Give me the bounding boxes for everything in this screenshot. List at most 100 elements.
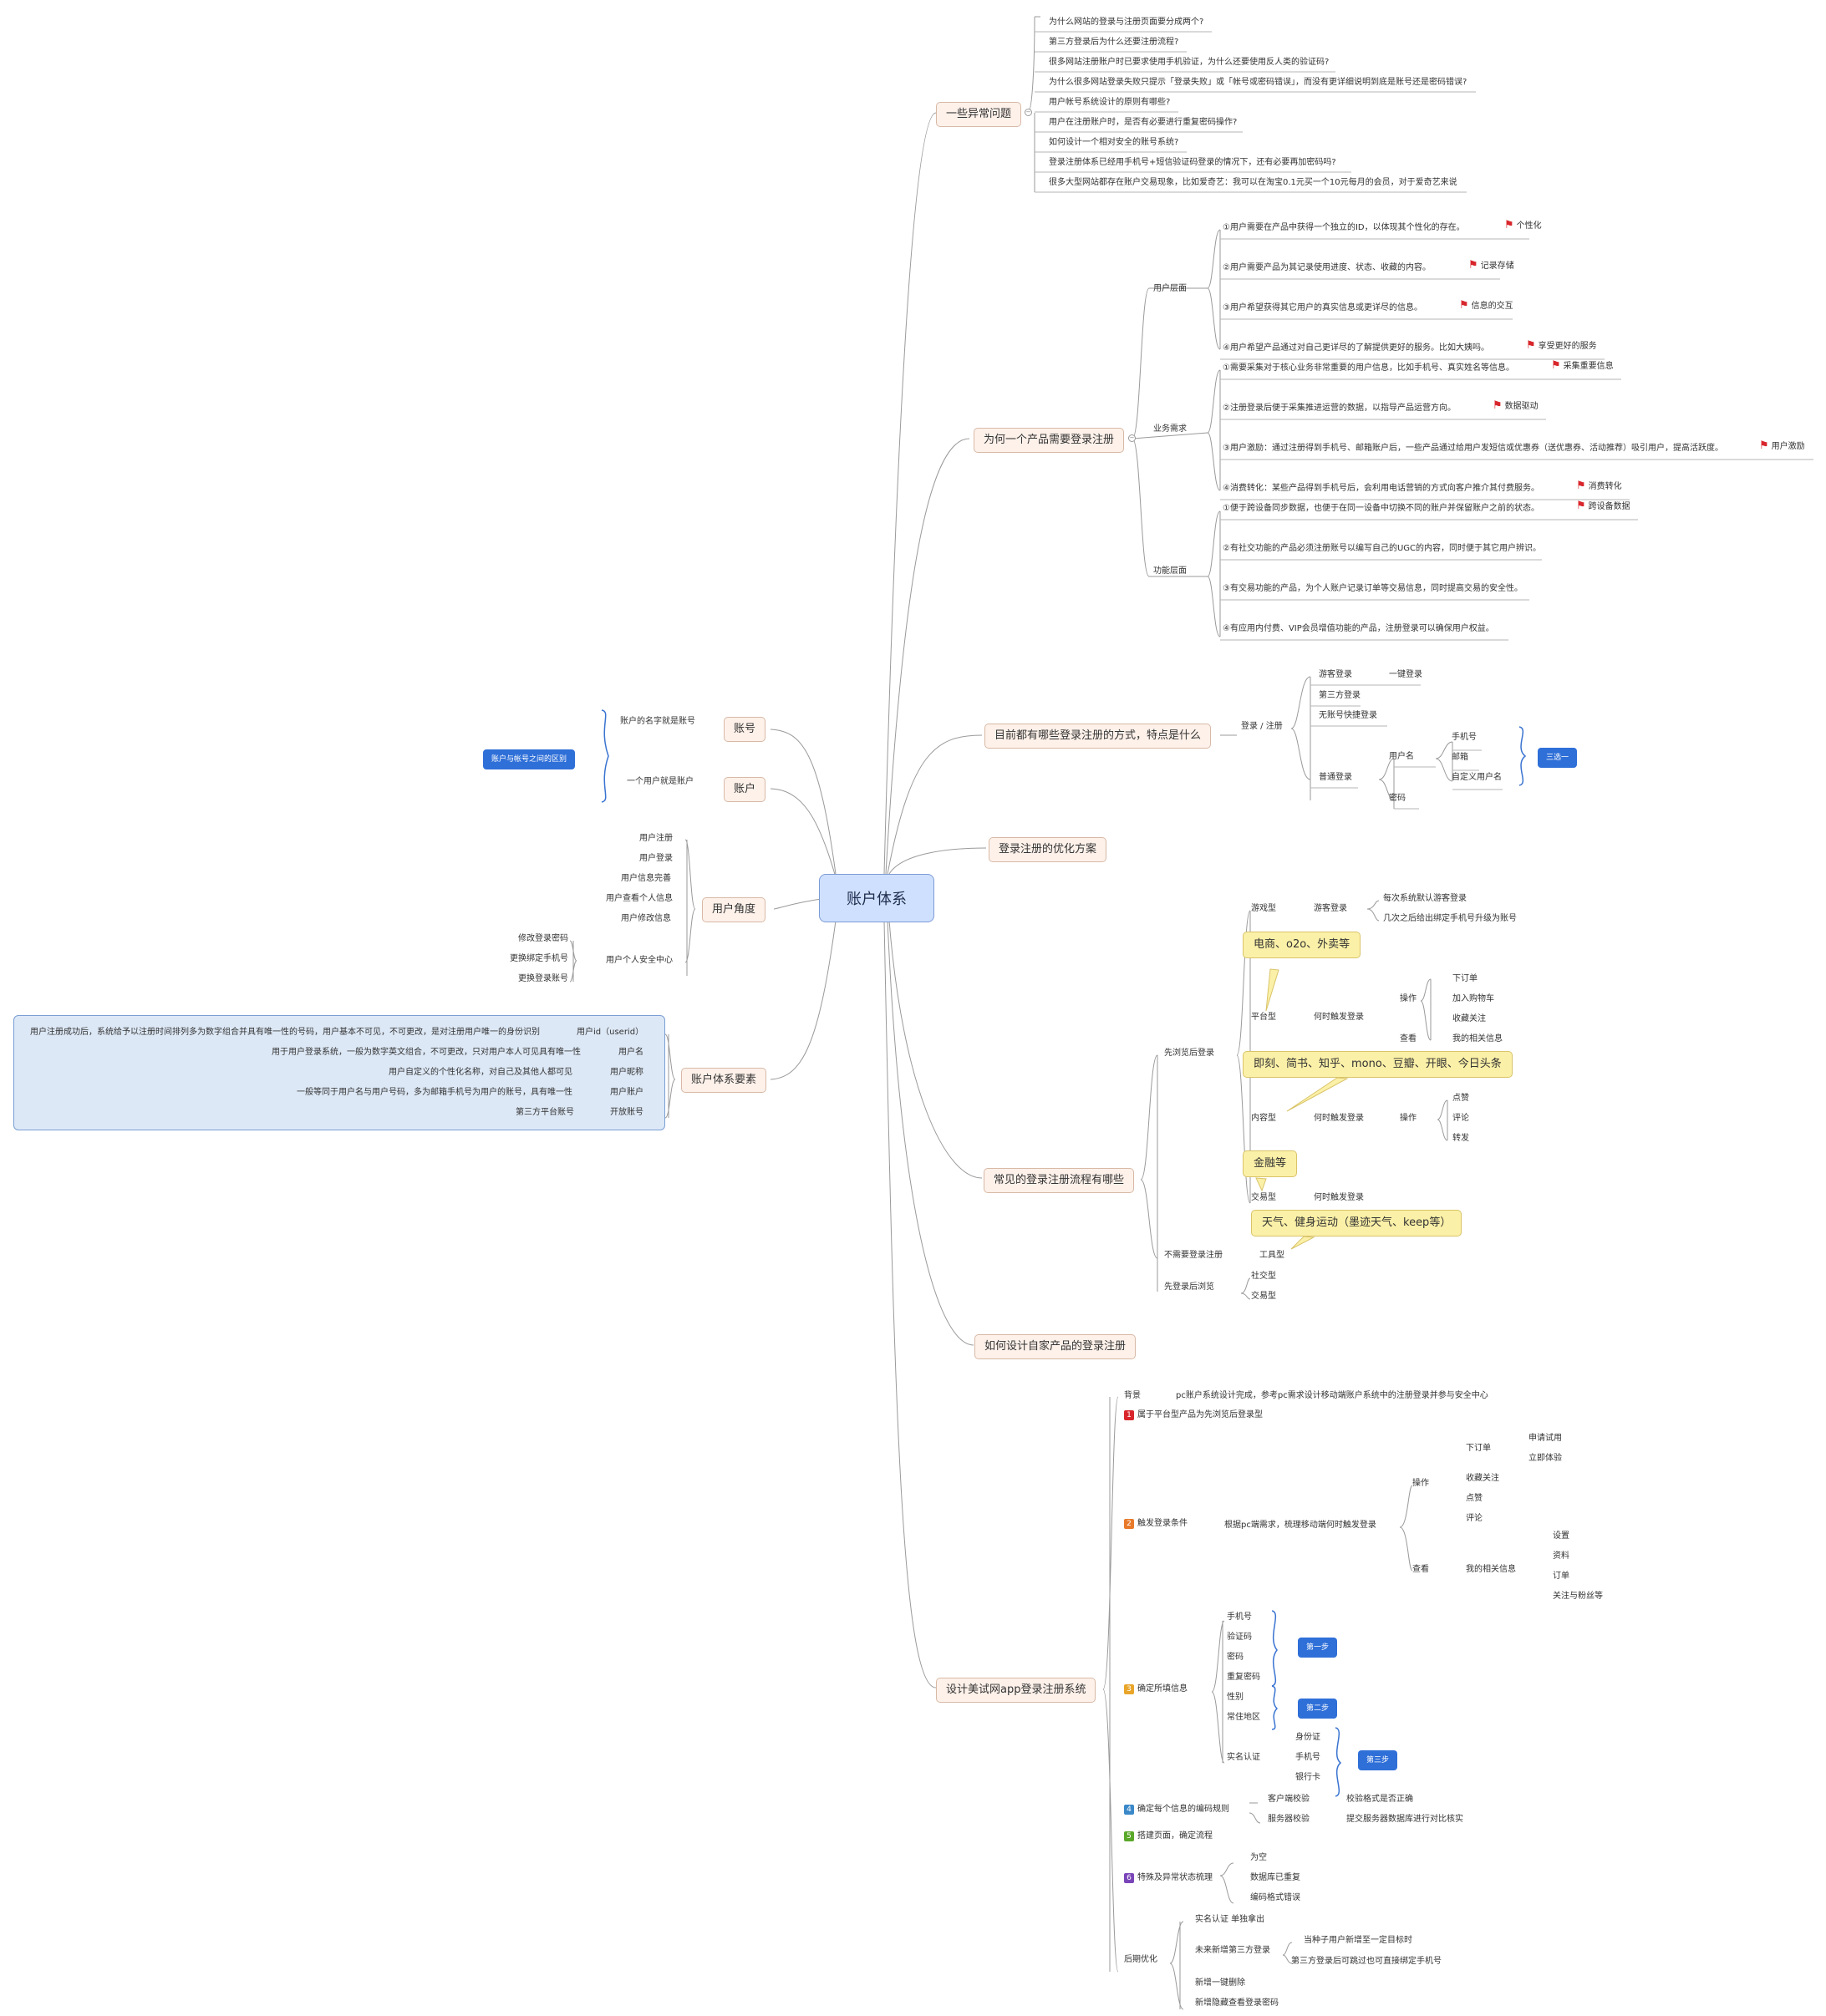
topic-flows[interactable]: 常见的登录注册流程有哪些 bbox=[984, 1168, 1135, 1193]
err-dup: 数据库已重复 bbox=[1250, 1873, 1300, 1882]
root-topic[interactable]: 账户体系 bbox=[819, 874, 934, 922]
elem-desc: 用于用户登录系统，一般为数字英文组合，不可更改，只对用户本人可见具有唯一性 bbox=[272, 1048, 581, 1057]
label-op: 操作 bbox=[1400, 994, 1417, 1003]
label-real: 实名认证 bbox=[1227, 1753, 1260, 1762]
elem-key: 用户名 bbox=[618, 1048, 643, 1057]
label-biz: 业务需求 bbox=[1153, 424, 1187, 434]
elem-key: 用户id（userid） bbox=[577, 1028, 644, 1037]
label-try: 立即体验 bbox=[1528, 1454, 1562, 1463]
label-content: 内容型 bbox=[1251, 1114, 1276, 1123]
label-s2t: 根据pc端需求，梳理移动端何时触发登录 bbox=[1224, 1521, 1376, 1530]
flag-icon: ⚑ bbox=[1551, 359, 1561, 372]
collapse-icon[interactable]: − bbox=[1025, 109, 1032, 116]
label-data: 资料 bbox=[1553, 1551, 1569, 1561]
topic-optimize[interactable]: 登录注册的优化方案 bbox=[989, 837, 1107, 862]
func-item: ③有交易功能的产品，为个人账户记录订单等交易信息，同时提高交易的安全性。 bbox=[1223, 584, 1523, 593]
label-like: 点赞 bbox=[1466, 1494, 1483, 1503]
topic-abnormal[interactable]: 一些异常问题 bbox=[936, 102, 1022, 127]
label-platform: 平台型 bbox=[1251, 1013, 1276, 1022]
flag-tag: ⚑消费转化 bbox=[1576, 480, 1622, 492]
label-order: 下订单 bbox=[1452, 974, 1478, 983]
badge-diff: 账户与帐号之间的区别 bbox=[483, 749, 576, 769]
label-g2: 几次之后给出绑定手机号升级为账号 bbox=[1383, 914, 1517, 923]
flag-tag: ⚑跨设备数据 bbox=[1576, 500, 1630, 512]
flag-icon: ⚑ bbox=[1468, 259, 1478, 272]
flag-tag: ⚑享受更好的服务 bbox=[1526, 339, 1597, 352]
label-bgtext: pc账户系统设计完成，参考pc需求设计移动端账户系统中的注册登录并参与安全中心 bbox=[1176, 1391, 1488, 1400]
badge-step3: 第三步 bbox=[1358, 1750, 1398, 1770]
label-login-register: 登录 / 注册 bbox=[1241, 722, 1283, 731]
topic-why-login[interactable]: 为何一个产品需要登录注册 bbox=[974, 428, 1125, 453]
label-custom: 自定义用户名 bbox=[1452, 773, 1502, 782]
label-view: 查看 bbox=[1412, 1565, 1429, 1574]
user-level-item: ①用户需要在产品中获得一个独立的ID，以体现其个性化的存在。 bbox=[1223, 223, 1465, 232]
topic-user-angle[interactable]: 用户角度 bbox=[702, 897, 766, 922]
flag-icon: ⚑ bbox=[1493, 399, 1503, 412]
label-game: 游戏型 bbox=[1251, 904, 1276, 913]
badge-step2: 第二步 bbox=[1298, 1699, 1338, 1719]
label-op: 操作 bbox=[1412, 1479, 1429, 1488]
label-mine: 我的相关信息 bbox=[1466, 1565, 1516, 1574]
flag-tag: ⚑个性化 bbox=[1504, 219, 1542, 231]
topic-elements[interactable]: 账户体系要素 bbox=[681, 1068, 767, 1093]
callout-tools: 天气、健身运动（墨迹天气、keep等） bbox=[1251, 1210, 1462, 1237]
angle-item: 用户登录 bbox=[639, 854, 673, 863]
collapse-icon[interactable]: − bbox=[1128, 434, 1136, 442]
label-tool: 工具型 bbox=[1259, 1251, 1284, 1260]
label-op: 操作 bbox=[1400, 1114, 1417, 1123]
topic-app[interactable]: 设计美试网app登录注册系统 bbox=[936, 1678, 1096, 1703]
callout-content: 即刻、简书、知乎、mono、豆瓣、开眼、今日头条 bbox=[1243, 1051, 1513, 1078]
angle-item: 用户信息完善 bbox=[621, 874, 671, 883]
label-username: 用户名 bbox=[1389, 752, 1414, 761]
label-noneed: 不需要登录注册 bbox=[1164, 1251, 1223, 1260]
label-guest: 游客登录 bbox=[1319, 670, 1352, 679]
label-like: 点赞 bbox=[1452, 1094, 1469, 1103]
sec-item: 更换绑定手机号 bbox=[510, 954, 568, 963]
field-pwd: 密码 bbox=[1227, 1653, 1244, 1662]
biz-item: ②注册登录后便于采集推进运营的数据，以指导产品运营方向。 bbox=[1223, 404, 1456, 413]
topic-design[interactable]: 如何设计自家产品的登录注册 bbox=[974, 1334, 1137, 1359]
label-onekey: 一键登录 bbox=[1389, 670, 1422, 679]
label-fav: 收藏关注 bbox=[1466, 1474, 1499, 1483]
flag-tag: ⚑采集重要信息 bbox=[1551, 359, 1614, 372]
label-server: 服务器校验 bbox=[1268, 1815, 1310, 1824]
later-4: 新增隐藏查看登录密码 bbox=[1195, 1998, 1279, 2008]
func-item: ②有社交功能的产品必须注册账号以编写自己的UGC的内容，同时便于其它用户辨识。 bbox=[1223, 544, 1542, 553]
elem-desc: 一般等同于用户名与用户号码，多为邮箱手机号为用户的账号，具有唯一性 bbox=[297, 1088, 572, 1097]
flag-tag: ⚑记录存储 bbox=[1468, 259, 1514, 272]
label-servert: 提交服务器数据库进行对比核实 bbox=[1346, 1815, 1463, 1824]
label-g1: 每次系统默认游客登录 bbox=[1383, 894, 1467, 903]
topic-account[interactable]: 账户 bbox=[724, 777, 766, 802]
label-acctt: 账户的名字就是账号 bbox=[620, 717, 695, 726]
label-forward: 转发 bbox=[1452, 1134, 1469, 1143]
label-cart: 加入购物车 bbox=[1452, 994, 1494, 1003]
label-trade: 交易型 bbox=[1251, 1193, 1276, 1202]
label-social: 社交型 bbox=[1251, 1272, 1276, 1281]
field-code: 验证码 bbox=[1227, 1633, 1252, 1642]
sec-item: 更换登录账号 bbox=[518, 974, 568, 983]
err-empty: 为空 bbox=[1250, 1853, 1267, 1862]
abnormal-item-1: 为什么网站的登录与注册页面要分成两个? bbox=[1049, 18, 1204, 27]
label-pwd: 密码 bbox=[1389, 794, 1406, 803]
later-2a: 当种子用户新增至一定目标时 bbox=[1304, 1936, 1412, 1945]
topic-acct-no[interactable]: 账号 bbox=[724, 717, 766, 742]
flag-icon: ⚑ bbox=[1526, 339, 1536, 352]
flag-tag: ⚑数据驱动 bbox=[1493, 399, 1539, 412]
label-nopwd: 无账号快捷登录 bbox=[1319, 711, 1377, 720]
label-bg: 背景 bbox=[1124, 1391, 1141, 1400]
later-3: 新增一键删除 bbox=[1195, 1978, 1245, 1988]
label-fav: 收藏关注 bbox=[1452, 1014, 1486, 1023]
abnormal-item-3: 很多网站注册账户时已要求使用手机验证，为什么还要使用反人类的验证码? bbox=[1049, 58, 1330, 67]
topic-login-ways[interactable]: 目前都有哪些登录注册的方式，特点是什么 bbox=[984, 724, 1212, 749]
elem-desc: 用户注册成功后，系统给予以注册时间排列多为数字组合并具有唯一性的号码，用户基本不… bbox=[30, 1028, 540, 1037]
abnormal-item-4: 为什么很多网站登录失败只提示「登录失败」或「帐号或密码错误」，而没有更详细说明到… bbox=[1049, 78, 1467, 87]
callout-ecommerce: 电商、o2o、外卖等 bbox=[1243, 932, 1361, 958]
elem-key: 用户昵称 bbox=[610, 1068, 643, 1077]
badge-choose-one: 三选一 bbox=[1538, 748, 1578, 768]
angle-item: 用户注册 bbox=[639, 834, 673, 843]
label-comment: 评论 bbox=[1466, 1514, 1483, 1523]
